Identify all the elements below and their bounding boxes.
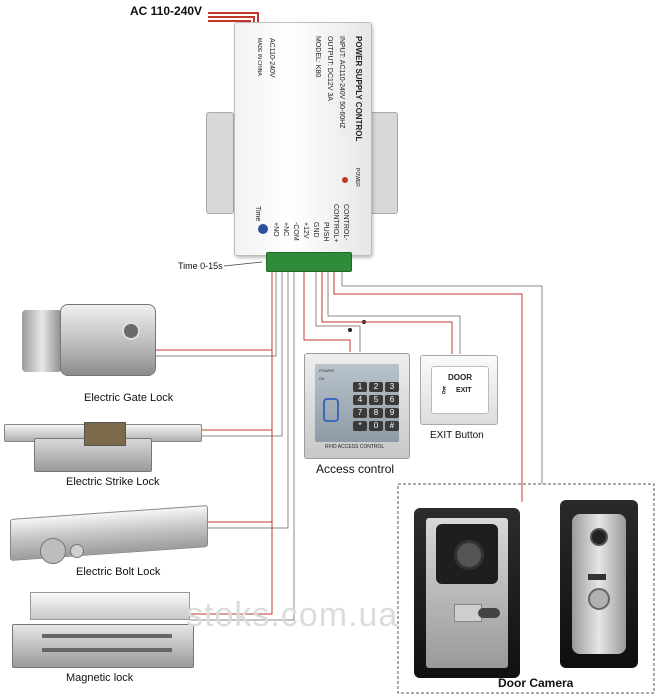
ac-wire-1 xyxy=(208,12,259,24)
gate-lock-label: Electric Gate Lock xyxy=(84,392,174,404)
terminal-label-com: -COM xyxy=(292,222,299,241)
ac-supply-label: AC 110-240V xyxy=(130,4,203,18)
key-3[interactable]: 3 xyxy=(385,382,399,392)
wire-bolt-2 xyxy=(208,270,289,529)
terminal-label-push: PUSH xyxy=(322,222,329,242)
terminal-label-no: +NO xyxy=(272,222,279,237)
psu-made-in: MADE IN CHINA xyxy=(256,38,262,76)
timer-leader xyxy=(223,261,263,267)
camera-lens-icon xyxy=(454,540,484,570)
wire-exit-1 xyxy=(321,270,453,354)
timer-label: Time 0-15s xyxy=(178,261,223,271)
door-camera-label: Door Camera xyxy=(498,676,574,690)
mount-flange-right xyxy=(370,112,398,214)
mount-flange-left xyxy=(206,112,234,214)
terminal-label-control-plus: CONTROL+ xyxy=(332,204,339,243)
terminal-label-gnd: GND xyxy=(312,222,319,238)
call-button[interactable] xyxy=(478,608,500,618)
door-camera-silver xyxy=(560,500,638,668)
power-supply-unit: POWER SUPPLY CONTROL INPUT: AC110-240V 5… xyxy=(206,22,398,256)
psu-model: MODEL: K80 xyxy=(314,36,321,78)
wire-mag-2 xyxy=(190,270,295,621)
key-4[interactable]: 4 xyxy=(353,395,367,405)
electric-bolt-lock xyxy=(10,505,208,568)
time-dial-icon xyxy=(258,224,268,234)
key-6[interactable]: 6 xyxy=(385,395,399,405)
watermark: stoks.com.ua xyxy=(186,596,399,634)
psu-time-label: Time xyxy=(254,206,261,222)
wire-ac-1 xyxy=(303,270,351,352)
wire-exit-2 xyxy=(327,270,461,354)
wire-gate-1 xyxy=(150,270,273,351)
exit-plate-line2: EXIT xyxy=(456,387,472,394)
keypad-brand: RFID ACCESS CONTROL xyxy=(325,444,385,450)
wire-ac-2 xyxy=(315,270,361,352)
psu-voltage: AC110-240V xyxy=(268,38,275,78)
access-control-label: Access control xyxy=(316,462,395,476)
magnetic-lock xyxy=(12,592,194,670)
psu-input: INPUT: AC110-240V 50-60HZ xyxy=(338,36,345,129)
exit-plate-line1: DOOR xyxy=(448,373,472,382)
wire-strike-2 xyxy=(200,270,283,437)
terminal-block xyxy=(266,252,352,272)
key-star[interactable]: * xyxy=(353,421,367,431)
key-icon: ⚷ xyxy=(440,385,448,396)
strike-lock-label: Electric Strike Lock xyxy=(66,476,160,488)
access-control-keypad: POWER OK 1 2 3 4 5 6 7 8 9 * 0 # RFID AC… xyxy=(304,353,410,459)
key-5[interactable]: 5 xyxy=(369,395,383,405)
electric-strike-lock xyxy=(4,418,202,474)
camera-group-border xyxy=(397,483,655,694)
wire-strike-1 xyxy=(200,350,273,431)
key-2[interactable]: 2 xyxy=(369,382,383,392)
exit-button[interactable]: DOOR ⚷ EXIT xyxy=(431,366,489,414)
key-9[interactable]: 9 xyxy=(385,408,399,418)
psu-output: OUTPUT: DC12V 3A xyxy=(326,36,333,101)
bolt-lock-label: Electric Bolt Lock xyxy=(76,566,161,578)
rfid-icon xyxy=(323,398,339,422)
wire-mag-1 xyxy=(190,522,273,615)
key-8[interactable]: 8 xyxy=(369,408,383,418)
keypad-led-power: POWER xyxy=(319,368,335,373)
wire-cam-1 xyxy=(333,270,523,502)
terminal-label-12v: +12V xyxy=(302,222,309,239)
terminal-label-nc: +NC xyxy=(282,222,289,237)
power-led-icon xyxy=(342,177,348,183)
terminal-label-control-minus: CONTROL- xyxy=(342,204,349,241)
door-camera-black xyxy=(414,508,520,678)
wire-gate-2 xyxy=(150,270,277,357)
psu-body xyxy=(234,22,372,256)
magnetic-lock-label: Magnetic lock xyxy=(66,672,134,684)
key-1[interactable]: 1 xyxy=(353,382,367,392)
keypad-led-ok: OK xyxy=(319,376,325,381)
key-hash[interactable]: # xyxy=(385,421,399,431)
ac-wire-2 xyxy=(208,16,255,24)
key-7[interactable]: 7 xyxy=(353,408,367,418)
electric-gate-lock xyxy=(22,296,156,380)
power-led-label: POWER xyxy=(354,168,360,187)
wire-bolt-1 xyxy=(208,430,273,523)
key-0[interactable]: 0 xyxy=(369,421,383,431)
exit-button-label: EXIT Button xyxy=(430,430,484,441)
psu-title: POWER SUPPLY CONTROL xyxy=(354,36,363,142)
exit-button-plate: DOOR ⚷ EXIT xyxy=(420,355,498,425)
wire-cam-2 xyxy=(341,270,543,484)
